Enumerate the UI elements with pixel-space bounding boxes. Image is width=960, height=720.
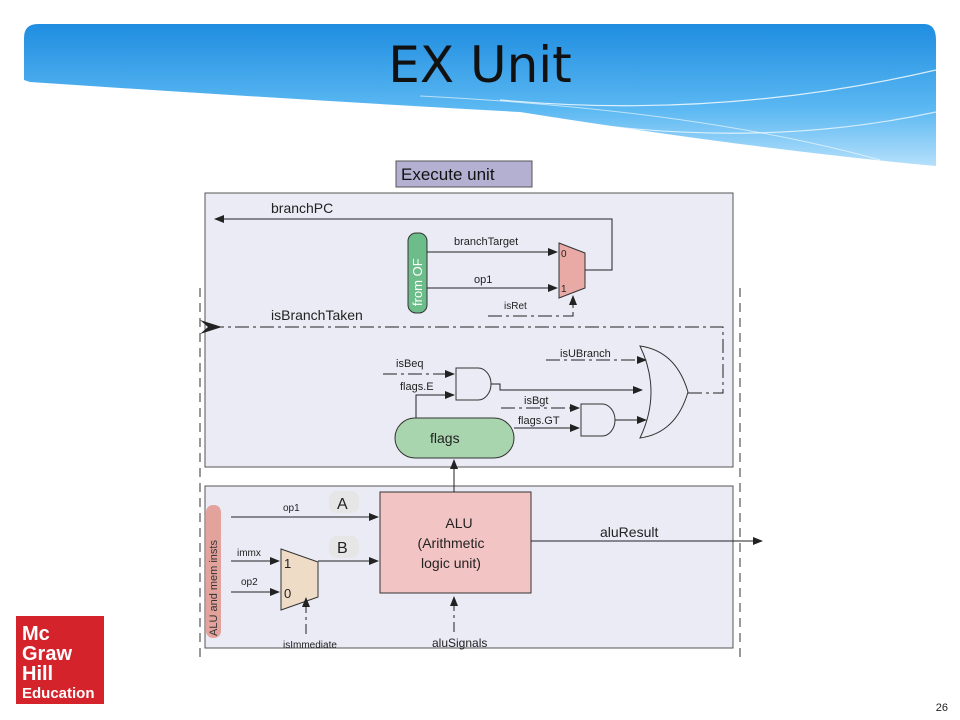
alu-mem-insts-tag <box>206 505 221 638</box>
op2-label: op2 <box>241 577 258 588</box>
branch-target-label: branchTarget <box>454 236 518 248</box>
imm-mux-input-1: 1 <box>284 556 291 571</box>
alu-block <box>379 491 532 594</box>
branchpc-label: branchPC <box>271 200 333 216</box>
isbeq-label: isBeq <box>396 358 424 370</box>
alu-op1-label: op1 <box>283 503 300 514</box>
immx-label: immx <box>237 548 261 559</box>
input-b-tag <box>329 536 359 558</box>
isbgt-label: isBgt <box>524 395 548 407</box>
and-gate-bgt <box>580 403 616 437</box>
branch-op1-label: op1 <box>474 274 492 286</box>
flags-e-label: flags.E <box>400 381 434 393</box>
input-a-label: A <box>337 496 348 513</box>
alu-mem-insts-label: ALU and mem insts <box>208 540 220 636</box>
alu-desc-2: logic unit) <box>421 555 481 571</box>
isubranch-label: isUBranch <box>560 348 611 360</box>
or-gate-branch <box>639 345 689 439</box>
imm-mux-input-0: 0 <box>284 586 291 601</box>
flags-block <box>394 417 515 459</box>
branch-mux-input-0: 0 <box>561 249 567 260</box>
execute-unit-header-label: Execute unit <box>401 165 495 184</box>
alu-name: ALU <box>445 515 472 531</box>
execute-unit-header <box>395 160 533 188</box>
alu-desc-1: (Arithmetic <box>418 535 485 551</box>
isimmediate-label: isImmediate <box>283 640 337 651</box>
from-of-block <box>407 232 428 314</box>
flags-gt-label: flags.GT <box>518 415 560 427</box>
branch-target-mux <box>558 242 586 299</box>
slide-title: EX Unit <box>388 36 572 94</box>
alusignals-label: aluSignals <box>432 636 487 650</box>
flags-label: flags <box>430 430 460 446</box>
banner <box>24 24 937 166</box>
from-of-label: from OF <box>410 258 425 306</box>
aluresult-label: aluResult <box>600 524 658 540</box>
and-gate-beq <box>455 367 492 401</box>
input-a-tag <box>329 491 359 513</box>
isret-label: isRet <box>504 301 527 312</box>
page-number: 26 <box>935 702 948 714</box>
branch-mux-input-1: 1 <box>561 284 567 295</box>
mcgraw-hill-logo: Mc Graw Hill Education <box>16 616 104 704</box>
input-b-label: B <box>337 540 348 557</box>
immediate-mux <box>280 548 319 611</box>
isbranchtaken-label: isBranchTaken <box>271 307 363 323</box>
